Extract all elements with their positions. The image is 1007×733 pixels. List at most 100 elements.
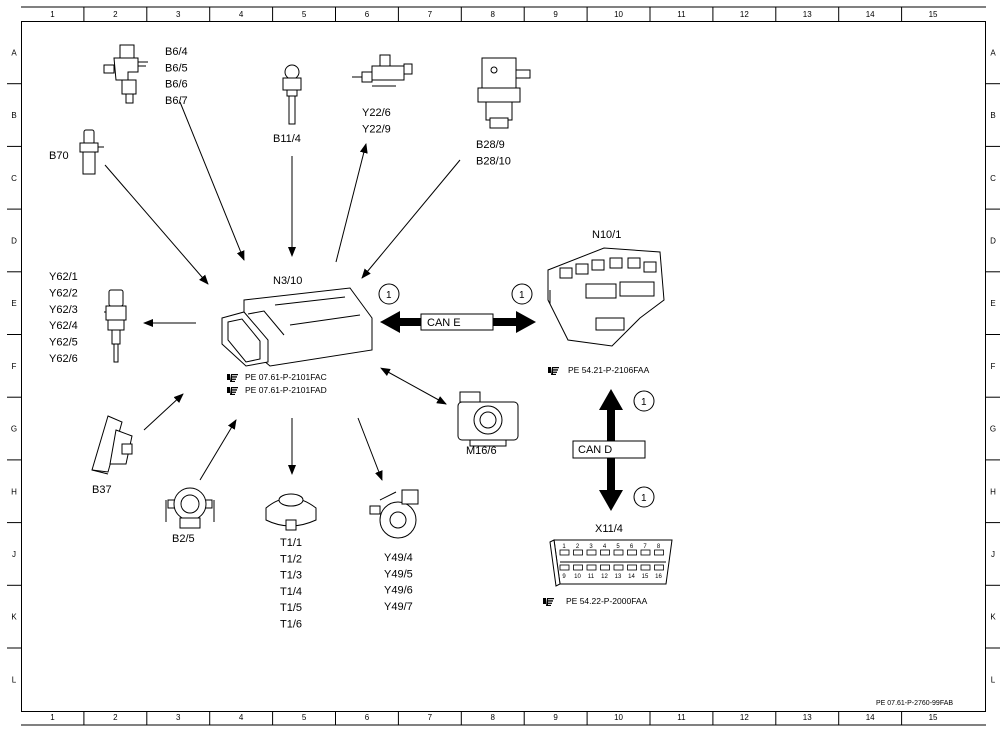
drawing-number: PE 07.61-P-2760-99FAB bbox=[876, 700, 953, 707]
pin-number: 2 bbox=[576, 544, 580, 550]
pin-contact bbox=[613, 564, 624, 571]
component-label-lists: B6/4B6/5B6/6B6/7Y22/6Y22/9B28/9B28/10Y62… bbox=[49, 46, 511, 631]
coolant-temp-sensor-icon bbox=[282, 64, 302, 125]
label-b28-group-item: B28/10 bbox=[476, 155, 511, 167]
label-n10-1: N10/1 bbox=[592, 229, 621, 241]
label-y62-group-item: Y62/2 bbox=[49, 287, 78, 299]
column-label: 12 bbox=[740, 10, 749, 19]
pin-number: 5 bbox=[616, 544, 620, 550]
row-label: C bbox=[11, 174, 17, 183]
column-label: 9 bbox=[553, 10, 558, 19]
pin-contact bbox=[559, 564, 570, 571]
pin-number: 7 bbox=[643, 544, 647, 550]
column-label: 14 bbox=[866, 713, 875, 722]
drawing-frame bbox=[21, 6, 986, 726]
pin-number: 1 bbox=[562, 544, 566, 550]
column-label: 8 bbox=[491, 10, 496, 19]
pin-number: 14 bbox=[628, 574, 635, 580]
row-label: L bbox=[991, 675, 996, 684]
solenoid-valve-icon bbox=[352, 54, 413, 87]
row-label: D bbox=[990, 236, 996, 245]
label-x11-4: X11/4 bbox=[595, 523, 623, 535]
column-label: 13 bbox=[803, 10, 812, 19]
ref-n3-10-fac: PE 07.61-P-2101FAC bbox=[245, 372, 327, 382]
label-y49-group-item: Y49/5 bbox=[384, 568, 413, 580]
row-label: E bbox=[990, 299, 995, 308]
camshaft-sensor-icon bbox=[103, 44, 148, 104]
pin-number: 10 bbox=[574, 574, 581, 580]
label-y49-group-item: Y49/4 bbox=[384, 552, 413, 564]
column-label: 5 bbox=[302, 10, 307, 19]
label-b2-5: B2/5 bbox=[172, 533, 195, 545]
label-y22-group-item: Y22/6 bbox=[362, 107, 391, 119]
label-y62-group-item: Y62/4 bbox=[49, 320, 78, 332]
row-label: K bbox=[11, 613, 17, 622]
pin-contact bbox=[573, 564, 583, 571]
label-n3-10: N3/10 bbox=[273, 275, 302, 287]
pin-number: 9 bbox=[562, 574, 566, 580]
grid-ticks bbox=[7, 7, 1000, 725]
row-label: L bbox=[12, 675, 17, 684]
pin-number: 15 bbox=[642, 574, 649, 580]
label-y62-group-item: Y62/1 bbox=[49, 271, 78, 283]
column-label: 4 bbox=[239, 713, 244, 722]
crankshaft-sensor-icon bbox=[79, 129, 104, 175]
pin-contact bbox=[627, 549, 637, 556]
engine-control-unit-icon bbox=[221, 287, 373, 367]
pin-contact bbox=[627, 564, 637, 571]
label-b28-group-item: B28/9 bbox=[476, 139, 505, 151]
pin-contact bbox=[600, 564, 610, 571]
column-label: 15 bbox=[929, 713, 938, 722]
column-label: 3 bbox=[176, 713, 181, 722]
label-y49-group-item: Y49/6 bbox=[384, 585, 413, 597]
pin-contact bbox=[640, 549, 651, 556]
row-label: C bbox=[990, 174, 996, 183]
sam-control-unit-icon bbox=[547, 247, 665, 347]
column-label: 13 bbox=[803, 713, 812, 722]
row-label: G bbox=[990, 425, 996, 434]
column-label: 11 bbox=[677, 10, 686, 19]
label-b11-4: B11/4 bbox=[273, 133, 301, 145]
marker-label: 1 bbox=[519, 290, 525, 301]
ref-x11-4: PE 54.22-P-2000FAA bbox=[566, 596, 648, 606]
label-y22-group-item: Y22/9 bbox=[362, 123, 391, 135]
label-b6-group-item: B6/6 bbox=[165, 79, 188, 91]
label-t1-group-item: T1/4 bbox=[280, 586, 302, 598]
label-y49-group-item: Y49/7 bbox=[384, 601, 413, 613]
pressure-sensor-icon bbox=[477, 57, 531, 129]
column-label: 15 bbox=[929, 10, 938, 19]
column-label: 4 bbox=[239, 10, 244, 19]
label-y62-group-item: Y62/6 bbox=[49, 353, 78, 365]
column-label: 9 bbox=[553, 713, 558, 722]
label-b6-group-item: B6/5 bbox=[165, 62, 188, 74]
row-label: A bbox=[990, 48, 996, 57]
pin-contact bbox=[654, 564, 664, 571]
label-t1-group-item: T1/3 bbox=[280, 570, 302, 582]
air-mass-sensor-icon bbox=[165, 487, 215, 529]
label-t1-group-item: T1/1 bbox=[280, 537, 302, 549]
pin-contact bbox=[573, 549, 583, 556]
column-label: 6 bbox=[365, 10, 370, 19]
pin-contact bbox=[654, 549, 664, 556]
ignition-coil-icon bbox=[265, 493, 317, 531]
label-y62-group-item: Y62/5 bbox=[49, 337, 78, 349]
row-label: E bbox=[11, 299, 16, 308]
fuel-injector-icon bbox=[104, 289, 127, 363]
label-b6-group-item: B6/4 bbox=[165, 46, 188, 58]
pin-number: 13 bbox=[615, 574, 622, 580]
row-label: F bbox=[991, 362, 996, 371]
pin-number: 6 bbox=[630, 544, 634, 550]
row-label: H bbox=[11, 487, 17, 496]
column-label: 11 bbox=[677, 713, 686, 722]
column-label: 8 bbox=[491, 713, 496, 722]
column-label: 1 bbox=[50, 10, 55, 19]
column-label: 1 bbox=[50, 713, 55, 722]
column-label: 7 bbox=[428, 713, 433, 722]
label-t1-group-item: T1/2 bbox=[280, 553, 302, 565]
row-label: J bbox=[991, 550, 995, 559]
column-label: 10 bbox=[614, 10, 623, 19]
signal-arrows bbox=[104, 101, 461, 481]
label-t1-group-item: T1/6 bbox=[280, 619, 302, 631]
row-label: F bbox=[12, 362, 17, 371]
